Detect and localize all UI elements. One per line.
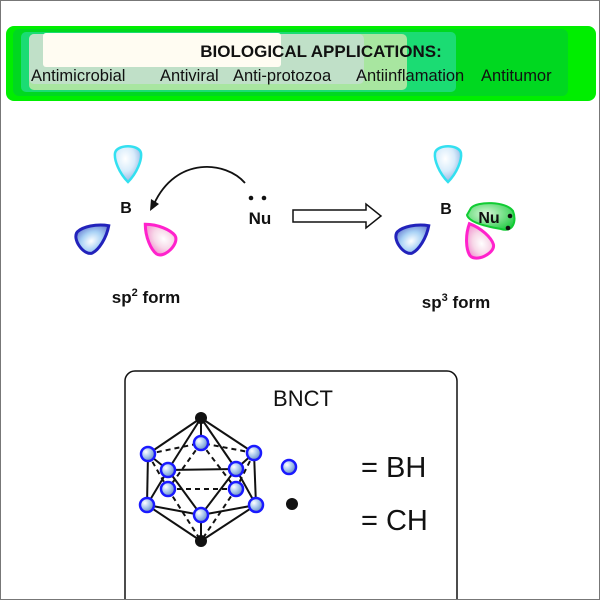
boron-atom — [247, 496, 265, 514]
boron-atom — [192, 506, 210, 524]
application-antiviral: Antiviral — [160, 67, 219, 85]
legend-bh-atom — [280, 458, 298, 476]
reaction-arrow — [292, 202, 383, 230]
orbital-left — [70, 213, 118, 259]
bnct-title: BNCT — [273, 386, 333, 411]
legend-bh-label: = BH — [361, 452, 426, 484]
carborane-cage — [146, 417, 257, 542]
sp3-boron: B Nu sp3 form — [390, 145, 516, 312]
application-antitumor: Antitumor — [481, 67, 552, 85]
lone-pair-dot — [248, 195, 254, 201]
application-antimicrobial: Antimicrobial — [31, 67, 125, 85]
boron-atom — [192, 434, 210, 452]
carbon-atom — [195, 412, 207, 424]
lone-pair-dot — [261, 195, 267, 201]
boron-atom — [245, 444, 263, 462]
boron-atom — [227, 480, 245, 498]
p-orbital-top — [433, 145, 463, 184]
nucleophile: Nu — [248, 195, 272, 228]
sp3-form-label: sp3 form — [422, 292, 490, 312]
boron-atom — [159, 461, 177, 479]
lone-pair-dot — [505, 225, 511, 231]
boron-label: B — [120, 200, 132, 217]
boron-atom — [227, 460, 245, 478]
nu-label: Nu — [478, 210, 499, 227]
biological-applications-banner: BIOLOGICAL APPLICATIONS: Antimicrobial A… — [6, 26, 596, 101]
application-anti-protozoa: Anti-protozoa — [233, 67, 332, 85]
bnct-box: BNCT — [124, 370, 458, 599]
carbon-atom — [195, 535, 207, 547]
orbital-left — [390, 213, 438, 259]
boron-label: B — [440, 201, 452, 218]
nu-orbital — [465, 202, 516, 231]
lone-pair-dot — [507, 213, 513, 219]
p-orbital-top — [113, 145, 143, 184]
legend-ch-label: = CH — [361, 505, 428, 537]
nu-label: Nu — [249, 209, 272, 228]
orbital-right — [134, 213, 182, 261]
sp2-boron: B sp2 form — [70, 145, 182, 307]
sp2-form-label: sp2 form — [112, 287, 180, 307]
banner-title: BIOLOGICAL APPLICATIONS: — [200, 42, 441, 61]
boron-atom — [159, 480, 177, 498]
boron-atom — [138, 496, 156, 514]
legend-ch-atom — [286, 498, 298, 510]
nucleophilic-attack-arrow — [150, 166, 246, 211]
boron-atom — [139, 445, 157, 463]
application-antiinflamation: Antiinflamation — [356, 67, 464, 85]
